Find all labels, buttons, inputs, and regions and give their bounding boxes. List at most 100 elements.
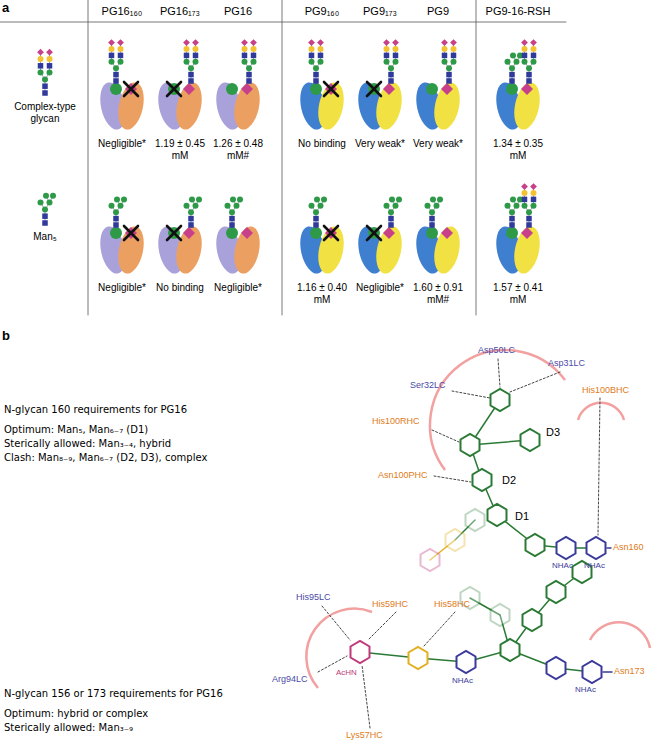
site-160 [368,227,380,239]
sugar-ring [521,429,540,451]
table-cell: Very weak* [409,138,467,150]
sugar-circle [309,46,315,52]
contact-line [498,359,500,387]
cross-mark [367,226,381,240]
sugar-circle [188,209,194,215]
glcnac-square [446,72,452,78]
residue-label: Arg94LC [272,674,308,685]
contact-line [424,612,455,646]
sugar-circle [184,203,190,209]
sugar-circle [510,196,516,202]
sugar-circle [396,196,402,202]
sugar-circle [246,65,252,71]
glcnac-square [509,72,515,78]
glcnac-square [451,53,457,59]
site-160 [226,227,238,239]
residue-label: His59HC [372,599,408,610]
glcnac-square [42,213,48,219]
table-cell: Very weak* [351,138,409,150]
sugar-ring [457,651,476,673]
sugar-circle [522,203,528,209]
requirement-note: Sterically allowed: Man₃₋₄, hybrid [4,438,171,450]
sugar-ring [587,537,606,559]
sugar-circle [113,209,119,215]
glcnac-square [113,222,119,228]
glycosidic-bond [607,547,611,549]
sugar-circle [251,59,257,65]
site-160 [426,83,438,95]
table-cell: 1.57 ± 0.41 mM [489,282,547,306]
site-173 [241,227,253,239]
sugar-circle [384,59,390,65]
column-header: PG16₁₆₀ [94,5,150,18]
glcnac-square [184,53,190,59]
sugar-circle [242,59,248,65]
cross-mark [124,226,138,240]
site-173 [183,83,195,95]
sugar-circle [47,56,53,62]
sugar-circle [393,59,399,65]
sugar-ring [557,537,576,559]
sialic-diamond [383,39,390,46]
sialic-diamond [308,39,315,46]
group-label: NHAc [584,561,605,571]
requirement-note: Optimum: Man₅, Man₆₋₇ (D1) [4,424,148,436]
contact-line [362,665,370,728]
cross-mark [167,82,181,96]
sugar-ring [501,639,520,661]
cross-mark [324,82,338,96]
sugar-circle [451,46,457,52]
domain-label: D3 [546,426,560,439]
sialic-diamond [46,49,53,56]
sugar-circle [314,196,320,202]
sugar-circle [109,46,115,52]
site-173 [125,227,137,239]
sugar-circle [193,59,199,65]
cross-mark [324,226,338,240]
glcnac-square [113,78,119,84]
sugar-ring [461,434,480,456]
group-label: NHAc [575,685,596,695]
sugar-circle [242,46,248,52]
site-173 [521,83,533,95]
glcnac-square [388,216,394,222]
sugar-circle [313,209,319,215]
sugar-circle [230,196,236,202]
sugar-ring [583,661,602,683]
residue-label: Asn160 [613,542,644,553]
sialic-diamond [521,183,528,190]
glcnac-square [429,216,435,222]
glcnac-square [109,53,115,59]
contact-line [434,476,471,482]
sialic-diamond [183,39,190,46]
sugar-ring [466,509,485,531]
sugar-circle [425,203,431,209]
site-173 [441,227,453,239]
glcnac-square [522,53,528,59]
sugar-circle [251,46,257,52]
sugar-circle [188,65,194,71]
sugar-circle [225,203,231,209]
sugar-circle [522,46,528,52]
glcnac-square [388,222,394,228]
sugar-circle [121,196,127,202]
panel-letter: b [2,328,10,344]
table-cell: Negligible* [93,138,151,150]
sialic-diamond [441,39,448,46]
glcnac-square [42,220,48,226]
sugar-circle [522,190,528,196]
table-cell: Negligible* [93,282,151,294]
glcnac-square [313,72,319,78]
sugar-circle [318,203,324,209]
sugar-circle [389,196,395,202]
glcnac-square [509,216,515,222]
site-173 [325,227,337,239]
sugar-circle [237,196,243,202]
sugar-circle [531,203,537,209]
sugar-circle [313,65,319,71]
contact-line [510,372,560,392]
sugar-ring [526,534,545,556]
table-cell: No binding [151,282,209,294]
